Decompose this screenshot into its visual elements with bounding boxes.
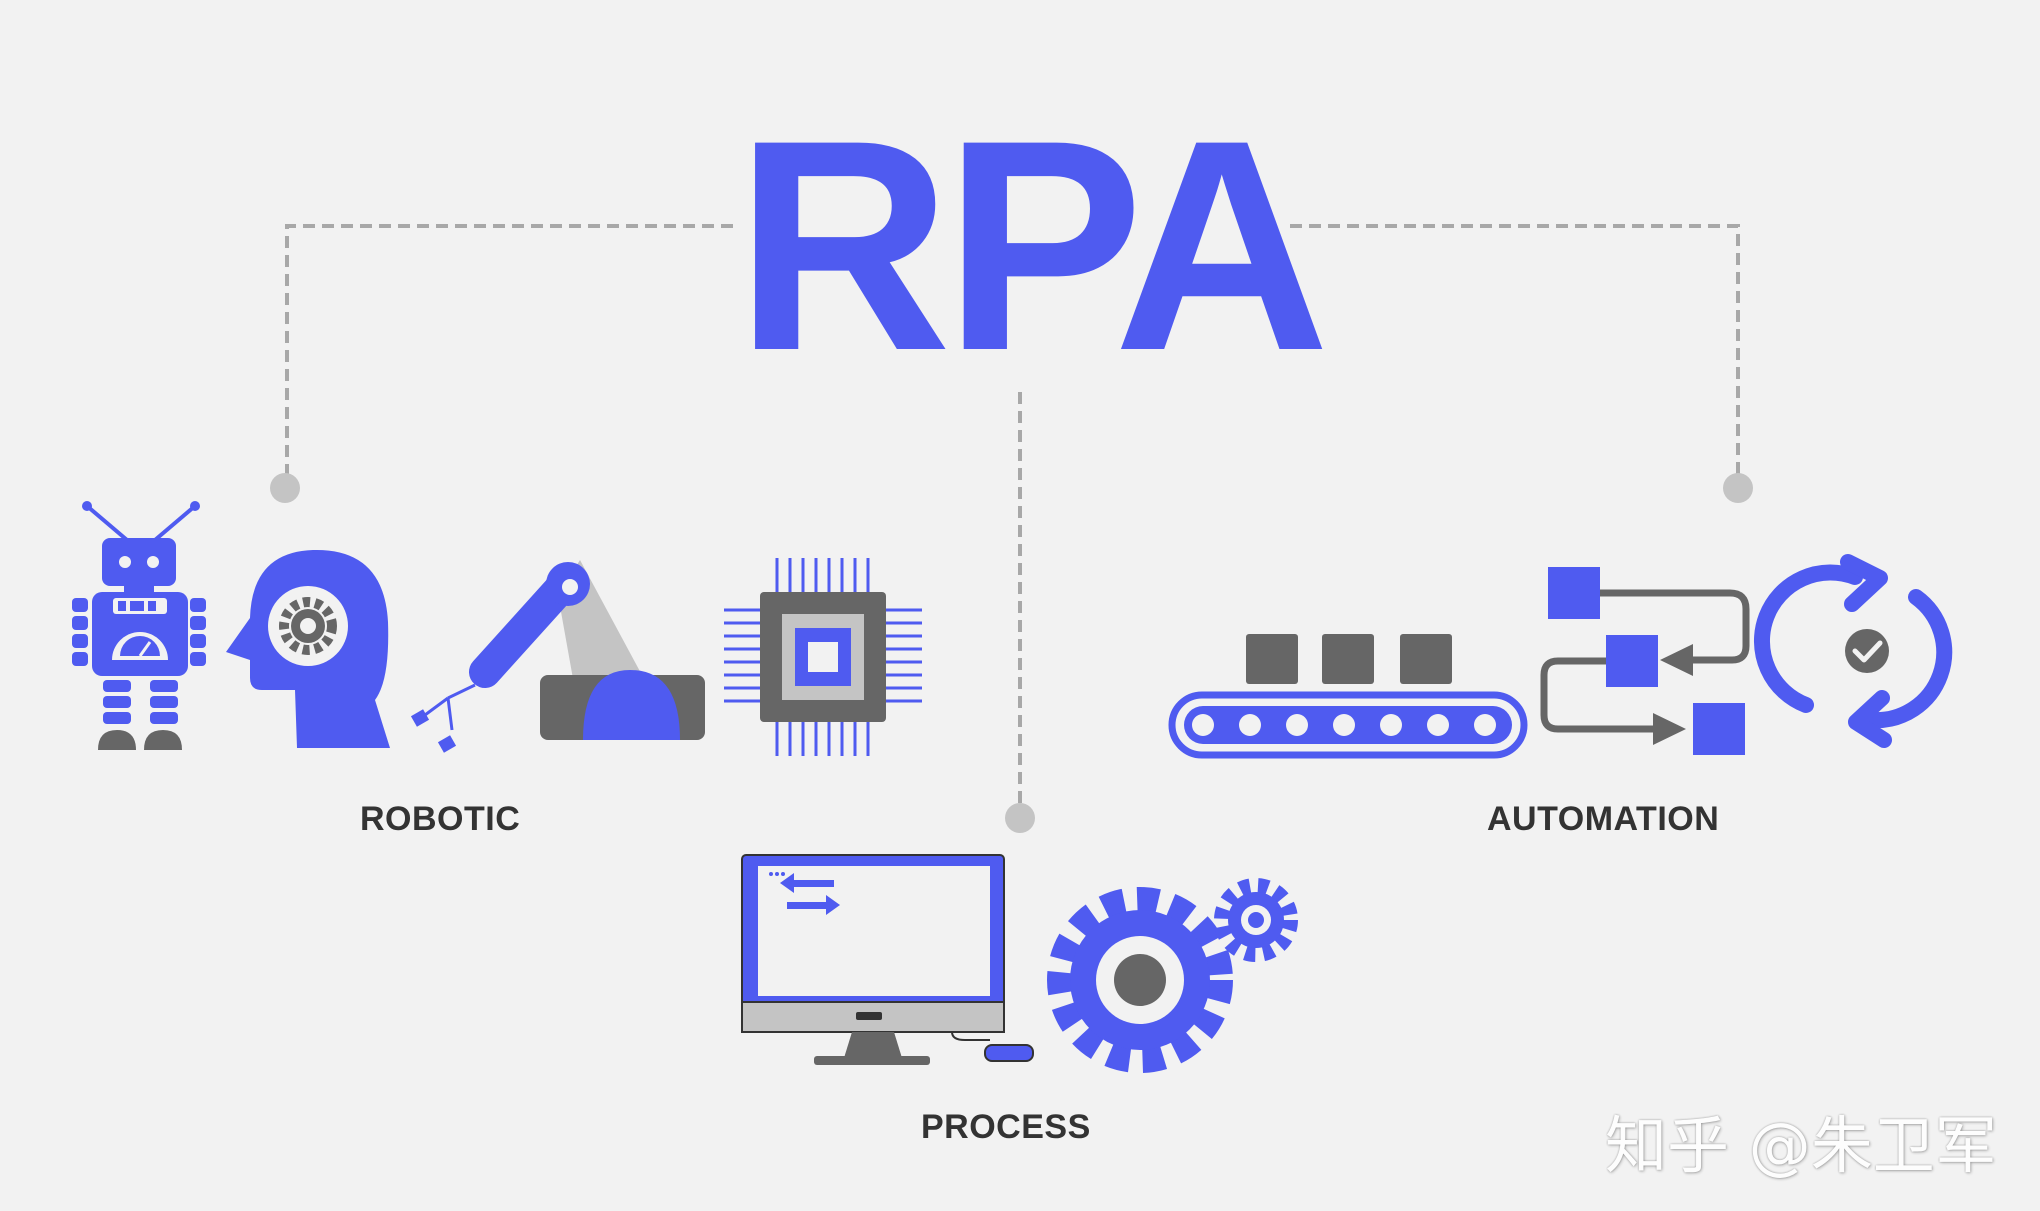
refresh-check-icon [1753, 554, 1953, 748]
robot-icon [72, 501, 206, 750]
connector-process [1005, 392, 1035, 833]
connector-robotic [270, 224, 733, 503]
workflow-icon [1540, 567, 1750, 755]
large-gear-icon [1047, 887, 1233, 1073]
label-automation: AUTOMATION [1487, 800, 1720, 838]
small-gear-icon [1214, 878, 1298, 962]
label-process: PROCESS [921, 1108, 1091, 1146]
robotic-arm-icon [410, 560, 705, 753]
head-gear-icon [226, 549, 390, 748]
label-robotic: ROBOTIC [360, 800, 521, 838]
cpu-chip-icon [724, 558, 922, 756]
computer-monitor-icon [741, 854, 1034, 1065]
connector-automation [1290, 224, 1753, 503]
diagram-title: RPA [735, 77, 1330, 413]
conveyor-belt-icon [1168, 634, 1528, 759]
watermark: 知乎 @朱卫军 [1605, 1109, 1997, 1182]
